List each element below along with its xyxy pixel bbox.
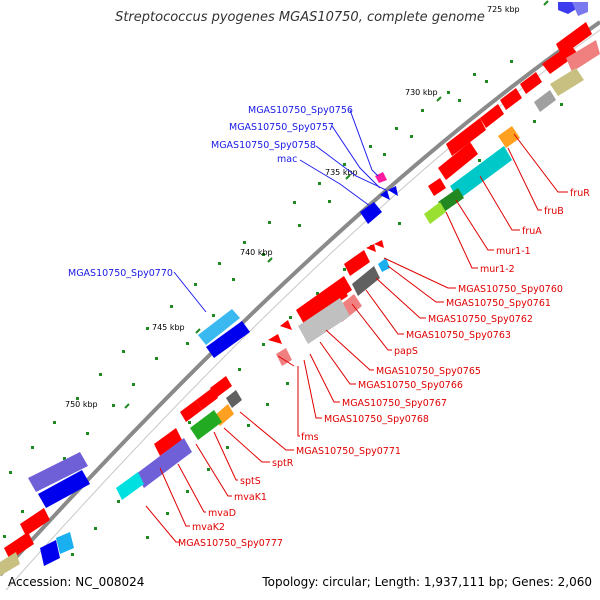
gene-arrow bbox=[28, 452, 88, 492]
gene-arrow bbox=[438, 188, 464, 212]
gene-arrow bbox=[268, 334, 282, 344]
gene-label-mur1-1: mur1-1 bbox=[496, 246, 531, 257]
gene-arrow bbox=[550, 68, 584, 96]
gene-arrow bbox=[324, 286, 348, 308]
gene-arrow bbox=[298, 298, 350, 344]
scale-ticks bbox=[3, 60, 563, 556]
gene-arrow bbox=[438, 142, 478, 180]
gene-mac-arrow bbox=[375, 172, 387, 183]
gene-arrow bbox=[20, 508, 50, 536]
gene-arrow bbox=[380, 190, 390, 200]
gene-arrow bbox=[206, 321, 250, 358]
gene-label-Spy0765: MGAS10750_Spy0765 bbox=[376, 366, 481, 377]
gene-label-Spy0767: MGAS10750_Spy0767 bbox=[342, 398, 447, 409]
gene-fruA-arrow bbox=[450, 146, 512, 200]
accession-text: Accession: NC_008024 bbox=[8, 575, 145, 589]
gene-arrow bbox=[210, 376, 232, 398]
gene-arrow bbox=[38, 470, 90, 508]
forward-strand-genes bbox=[0, 22, 600, 576]
reverse-strand-genes bbox=[28, 2, 588, 566]
gene-label-Spy0777: MGAS10750_Spy0777 bbox=[178, 538, 283, 549]
gene-arrow bbox=[534, 90, 556, 112]
gene-label-mvaK2: mvaK2 bbox=[192, 522, 225, 533]
scale-label-750: 750 kbp bbox=[65, 400, 98, 409]
gene-arrow bbox=[226, 390, 242, 408]
gene-label-Spy0761: MGAS10750_Spy0761 bbox=[446, 298, 551, 309]
gene-label-papS: papS bbox=[394, 346, 418, 357]
gene-arrow bbox=[352, 266, 380, 296]
gene-arrow bbox=[360, 202, 382, 224]
major-ticks bbox=[124, 0, 549, 409]
gene-arrow bbox=[116, 472, 144, 500]
scale-label-740: 740 kbp bbox=[240, 248, 273, 257]
gene-arrow bbox=[500, 88, 522, 110]
gene-arrow bbox=[136, 438, 192, 488]
gene-arrow bbox=[374, 240, 384, 248]
gene-arrow bbox=[428, 178, 446, 196]
gene-arrow bbox=[4, 532, 34, 560]
gene-label-Spy0763: MGAS10750_Spy0763 bbox=[406, 330, 511, 341]
genome-backbone-outer bbox=[0, 20, 600, 577]
gene-arrow bbox=[388, 186, 398, 196]
gene-label-Spy0770: MGAS10750_Spy0770 bbox=[68, 268, 173, 279]
scale-label-730: 730 kbp bbox=[405, 88, 438, 97]
gene-arrow bbox=[344, 250, 370, 276]
scale-label-745: 745 kbp bbox=[152, 323, 185, 332]
gene-arrow bbox=[424, 202, 446, 224]
gene-label-Spy0771: MGAS10750_Spy0771 bbox=[296, 446, 401, 457]
gene-label-Spy0758: MGAS10750_Spy0758 bbox=[211, 140, 316, 151]
gene-arrow bbox=[378, 258, 390, 272]
gene-arrow bbox=[498, 126, 520, 148]
gene-arrow bbox=[190, 410, 222, 440]
gene-arrow bbox=[180, 400, 202, 422]
gene-label-Spy0756: MGAS10750_Spy0756 bbox=[248, 105, 353, 116]
gene-arrow bbox=[296, 276, 352, 324]
gene-arrow bbox=[154, 428, 182, 456]
gene-label-Spy0768: MGAS10750_Spy0768 bbox=[324, 414, 429, 425]
gene-arrow bbox=[446, 118, 486, 156]
gene-arrow bbox=[276, 348, 292, 366]
gene-label-sptR: sptR bbox=[272, 458, 294, 469]
gene-label-fruR: fruR bbox=[570, 188, 590, 199]
gene-arrow bbox=[572, 2, 588, 16]
gene-arrow bbox=[558, 2, 578, 14]
leader-lines-forward bbox=[145, 133, 568, 543]
gene-arrow bbox=[520, 72, 542, 94]
gene-arrow bbox=[566, 40, 600, 72]
scale-label-725: 725 kbp bbox=[487, 5, 520, 14]
gene-label-mur1-2: mur1-2 bbox=[480, 264, 515, 275]
gene-label-sptS: sptS bbox=[240, 476, 261, 487]
gene-label-Spy0757: MGAS10750_Spy0757 bbox=[229, 122, 334, 133]
gene-arrow bbox=[0, 552, 20, 576]
gene-arrow bbox=[542, 44, 578, 74]
genome-summary-text: Topology: circular; Length: 1,937,111 bp… bbox=[262, 575, 592, 589]
genome-title: Streptococcus pyogenes MGAS10750, comple… bbox=[115, 10, 485, 25]
gene-label-mac: mac bbox=[277, 154, 297, 165]
gene-arrow bbox=[56, 532, 74, 554]
gene-arrow bbox=[556, 22, 592, 56]
gene-label-Spy0760: MGAS10750_Spy0760 bbox=[458, 284, 563, 295]
gene-arrow bbox=[366, 244, 376, 252]
gene-Spy0770-arrow bbox=[198, 309, 240, 345]
gene-arrow bbox=[480, 104, 504, 128]
gene-label-Spy0762: MGAS10750_Spy0762 bbox=[428, 314, 533, 325]
gene-label-mvaD: mvaD bbox=[208, 508, 236, 519]
gene-label-fms: fms bbox=[301, 432, 319, 443]
gene-arrow bbox=[40, 540, 60, 566]
gene-arrow bbox=[196, 388, 218, 410]
gene-label-mvaK1: mvaK1 bbox=[234, 492, 267, 503]
gene-label-fruB: fruB bbox=[544, 206, 564, 217]
leader-lines-reverse bbox=[173, 109, 387, 313]
gene-label-Spy0766: MGAS10750_Spy0766 bbox=[358, 380, 463, 391]
gene-label-fruA: fruA bbox=[522, 226, 542, 237]
scale-label-735: 735 kbp bbox=[325, 168, 358, 177]
gene-arrow bbox=[280, 320, 292, 330]
